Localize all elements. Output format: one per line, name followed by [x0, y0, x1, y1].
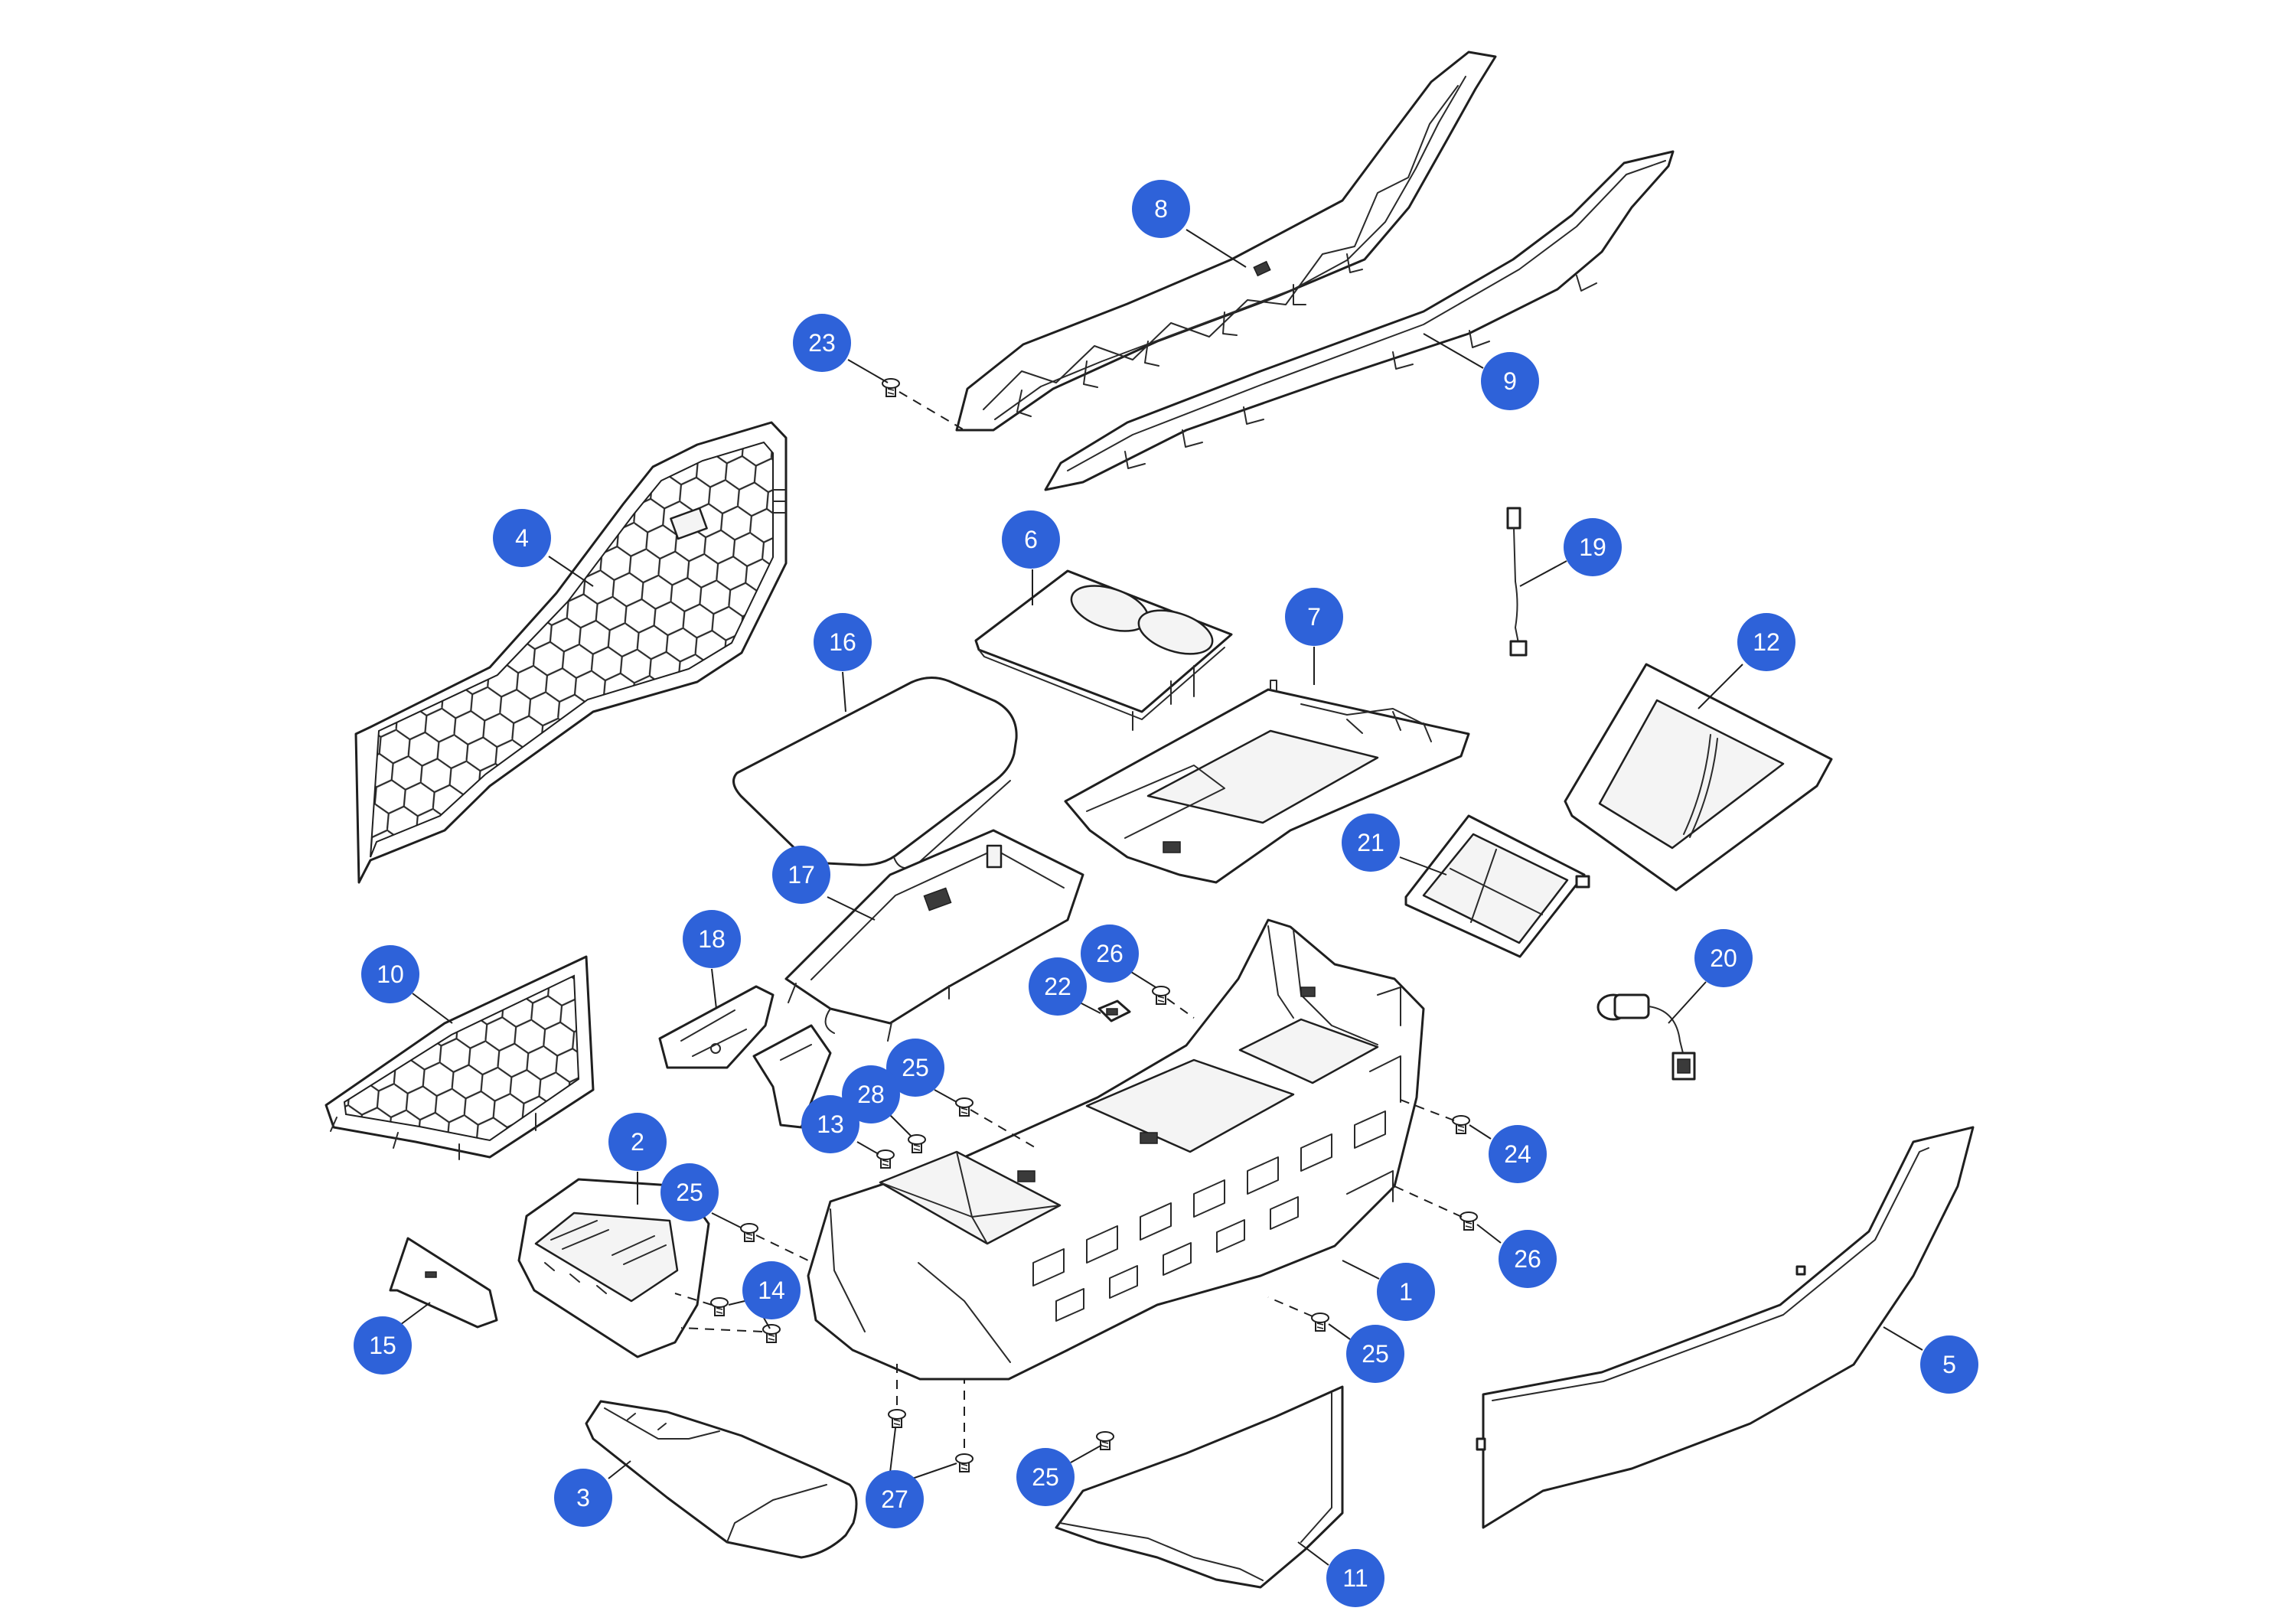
callout-16: 16: [814, 613, 872, 671]
part-21-charging-pad: [1404, 814, 1590, 958]
callout-2: 2: [608, 1113, 667, 1171]
callout-26-upper: 26: [1081, 925, 1139, 983]
svg-text:15: 15: [369, 1332, 396, 1359]
svg-text:4: 4: [515, 524, 529, 552]
svg-text:9: 9: [1503, 367, 1517, 395]
svg-text:14: 14: [758, 1277, 785, 1304]
svg-text:3: 3: [576, 1484, 590, 1511]
svg-text:22: 22: [1044, 973, 1071, 1000]
part-11-side-panel-left: [1055, 1385, 1344, 1589]
screw-26-upper: [1152, 986, 1170, 1005]
screw-25-upper: [955, 1097, 974, 1117]
svg-text:25: 25: [1362, 1340, 1389, 1368]
svg-text:18: 18: [698, 925, 726, 953]
svg-text:8: 8: [1154, 195, 1168, 223]
svg-text:1: 1: [1399, 1278, 1413, 1306]
svg-text:2: 2: [631, 1128, 644, 1156]
part-17-support-bracket: [784, 829, 1084, 1042]
svg-text:7: 7: [1307, 603, 1321, 631]
svg-text:20: 20: [1710, 944, 1737, 972]
screw-25-left: [740, 1223, 758, 1242]
screw-27-right: [955, 1453, 974, 1472]
svg-text:10: 10: [377, 960, 404, 988]
svg-text:26: 26: [1514, 1245, 1541, 1273]
callout-5: 5: [1920, 1335, 1978, 1394]
callout-6: 6: [1002, 510, 1060, 569]
svg-text:6: 6: [1024, 526, 1038, 553]
callout-15: 15: [354, 1316, 412, 1375]
callout-9: 9: [1481, 352, 1539, 410]
callout-25-left: 25: [660, 1163, 719, 1221]
part-7-console-upper-frame: [1064, 680, 1470, 884]
part-10-lattice-rear-panel: [325, 955, 595, 1160]
callout-13: 13: [801, 1095, 859, 1153]
callout-28: 28: [842, 1065, 900, 1123]
callout-4: 4: [493, 509, 551, 567]
svg-text:25: 25: [1032, 1463, 1059, 1491]
callout-12: 12: [1737, 613, 1795, 671]
leader-lines: [400, 229, 1923, 1566]
svg-text:12: 12: [1753, 628, 1780, 656]
part-20-connector: [1596, 993, 1696, 1081]
callout-25-upper: 25: [886, 1039, 944, 1097]
callout-3: 3: [554, 1469, 612, 1527]
callout-20: 20: [1694, 929, 1753, 987]
callout-1: 1: [1377, 1263, 1435, 1321]
callout-27: 27: [866, 1470, 924, 1528]
part-15-cover-plate: [389, 1237, 498, 1329]
part-2-rear-vent-housing: [517, 1178, 710, 1358]
callout-10: 10: [361, 945, 419, 1003]
svg-text:23: 23: [808, 329, 836, 357]
part-8-upper-rail-frame: [955, 51, 1497, 432]
part-6-cup-holder-plate: [974, 569, 1233, 731]
part-19-wire-harness: [1506, 507, 1528, 657]
svg-text:19: 19: [1579, 533, 1606, 561]
svg-text:13: 13: [817, 1110, 844, 1138]
part-12-trim-bezel: [1564, 663, 1833, 892]
svg-text:11: 11: [1342, 1564, 1368, 1592]
screw-24: [1452, 1115, 1470, 1134]
svg-text:24: 24: [1504, 1140, 1531, 1168]
callout-21: 21: [1342, 814, 1400, 872]
screw-25-right: [1311, 1313, 1329, 1332]
part-4-lattice-side-panel: [354, 421, 788, 884]
svg-text:17: 17: [788, 861, 815, 889]
screw-26-lower: [1459, 1211, 1478, 1231]
callout-11: 11: [1326, 1549, 1384, 1607]
svg-text:28: 28: [857, 1081, 885, 1108]
screw-14-lower: [762, 1324, 781, 1343]
callout-19: 19: [1564, 518, 1622, 576]
screw-28: [908, 1134, 926, 1153]
callout-18: 18: [683, 910, 741, 968]
callout-8: 8: [1132, 180, 1190, 238]
svg-text:27: 27: [881, 1485, 908, 1513]
part-5-side-panel-right: [1476, 1126, 1975, 1529]
part-22-clip: [1097, 1000, 1131, 1022]
callout-25-bottom: 25: [1016, 1448, 1075, 1506]
part-1-console-body: [807, 918, 1425, 1381]
svg-text:21: 21: [1357, 829, 1384, 856]
part-18-hinge-bracket: [658, 985, 832, 1129]
callout-25-right: 25: [1346, 1325, 1404, 1383]
svg-text:26: 26: [1096, 940, 1124, 967]
screw-27-left: [888, 1409, 906, 1428]
part-3-side-cover: [585, 1400, 858, 1559]
callout-7: 7: [1285, 588, 1343, 646]
screw-14-upper: [710, 1297, 729, 1316]
svg-text:16: 16: [829, 628, 856, 656]
callout-22: 22: [1029, 957, 1087, 1016]
svg-text:25: 25: [676, 1179, 703, 1206]
callout-17: 17: [772, 846, 830, 904]
callout-23: 23: [793, 314, 851, 372]
screw-13: [876, 1150, 895, 1169]
part-9-trim-rail: [1044, 150, 1675, 491]
callout-24: 24: [1489, 1125, 1547, 1183]
callout-14: 14: [742, 1261, 801, 1319]
svg-text:5: 5: [1942, 1351, 1956, 1378]
svg-text:25: 25: [902, 1054, 929, 1081]
callout-26-lower: 26: [1499, 1230, 1557, 1288]
